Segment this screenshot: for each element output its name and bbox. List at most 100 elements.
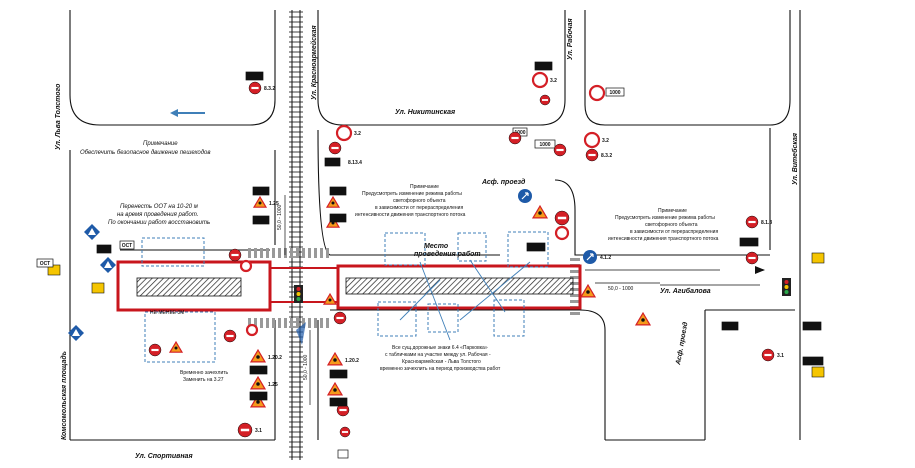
road-works-sign: 1.25 <box>249 375 278 390</box>
street-asf-proezd-bottom: Асф. проезд <box>674 321 690 367</box>
note-not-less: НЕ МЕНЕЕ 3М <box>150 310 184 316</box>
no-entry-sign: 3.1 <box>761 348 784 362</box>
note-signal-right-3: в зависимости от перераспределения <box>630 229 718 235</box>
no-entry-sign <box>148 343 162 357</box>
prohibition-sign: 3.2 <box>583 131 609 149</box>
distance-plate: 10м <box>252 186 270 196</box>
dim-right: 50,0 - 1000 <box>608 286 634 292</box>
plate-text: 250м <box>807 359 819 365</box>
note-parking-1: Все сущ.дорожные знаки 6.4 «Парковка» <box>392 345 488 351</box>
note-stop-move-2: на время проведения работ. <box>117 212 198 218</box>
no-entry-sign: 8.1.3 <box>745 215 772 229</box>
street-agibalova: Ул. Агибалова <box>660 287 711 295</box>
note-signal-left-3: в зависимости от перераспределения <box>375 205 463 211</box>
sign-code-label: 3.1 <box>777 353 784 359</box>
work-zone-right-frame <box>336 264 582 310</box>
road-works-sign <box>168 340 184 353</box>
no-entry-sign: 8.3.2 <box>585 148 612 162</box>
prohibition-sign <box>239 259 253 273</box>
road-works-sign <box>531 204 549 219</box>
street-vitebskaya: Ул. Витебская <box>791 133 799 185</box>
plate-text: 10м <box>333 216 343 222</box>
prohibition-sign: 3.2 <box>335 124 361 142</box>
plate-text: 1000 <box>609 90 620 96</box>
street-sportivnaya: Ул. Спортивная <box>135 453 193 460</box>
note-signal-right-1: Предусмотреть изменение режима работы <box>615 215 715 221</box>
no-entry-sign: 3.1 <box>237 422 262 438</box>
street-nikitinskaya: Ул. Никитинская <box>395 109 455 116</box>
prohibition-sign: 3.2 <box>531 71 557 89</box>
distance-plate <box>324 157 341 167</box>
no-entry-sign <box>539 94 551 106</box>
note-parking-2: с табличками на участке между ул. Рабоча… <box>385 352 491 358</box>
plate-text: 10м <box>334 400 344 406</box>
note-stop-move-3: По окончании работ восстановить <box>108 220 210 226</box>
route-sign <box>811 366 825 378</box>
plate-text: 1000 <box>514 130 525 136</box>
plate-text: 10м <box>256 189 266 195</box>
plate-text: 10м <box>333 189 343 195</box>
distance-plate: 10м <box>329 213 347 223</box>
plate-text: 10м <box>254 368 264 374</box>
road-works-sign: 1.20.2 <box>249 348 282 363</box>
plate-text: 1000 <box>539 142 550 148</box>
distance-plate: ОСТ <box>119 240 135 250</box>
distance-plate: 10м <box>329 397 348 407</box>
no-entry-sign <box>333 311 347 325</box>
distance-plate <box>721 321 739 331</box>
crosswalks <box>248 248 580 328</box>
plate-text: 10м <box>256 218 266 224</box>
road-works-sign <box>634 311 652 326</box>
work-zone-left-hatch <box>136 277 242 297</box>
plate-text: ОСТ <box>40 261 50 267</box>
note-signal-right-4: интенсивности движения транспортного пот… <box>608 236 719 242</box>
distance-plate: 1000 <box>605 87 625 97</box>
railway-track <box>289 10 303 460</box>
street-krasnoarmeiskaya: Ул. Красноармейская <box>310 25 318 100</box>
note-pedestrian-title: Примечание <box>143 141 178 147</box>
sign-code-label: 4.1.2 <box>600 255 611 261</box>
street-asf-proezd-top: Асф. проезд <box>481 178 526 186</box>
distance-plate <box>739 237 759 247</box>
work-zone-left-frame <box>116 260 272 312</box>
plate-text: ОСТ <box>122 243 132 249</box>
distance-plate <box>526 242 546 252</box>
note-signal-right-title: Примечание <box>658 208 687 214</box>
sign-code-label: 8.3.2 <box>264 86 275 92</box>
street-lva-tolstogo: Ул. Льва Толстого <box>55 83 62 150</box>
prohibition-sign <box>554 225 570 241</box>
note-signal-left-4: интенсивности движения транспортного пот… <box>355 212 466 218</box>
distance-plate <box>245 71 264 81</box>
no-entry-sign <box>339 426 351 438</box>
road-works-sign <box>249 393 267 408</box>
road-works-sign: 1.25 <box>252 195 279 208</box>
distance-plate: ОСТ <box>36 258 54 268</box>
distance-plate: 10м <box>329 186 347 196</box>
sign-code-label: 1.25 <box>269 201 279 207</box>
sign-code-label: 3.2 <box>550 78 557 84</box>
note-signal-left-2: светофорного объекта <box>393 198 446 204</box>
route-sign <box>47 264 61 276</box>
road-works-sign <box>322 292 338 305</box>
note-parking-3: Красноармейская - Льва Толстого <box>402 358 481 365</box>
road-signs: 8.3.23.28.13.43.21000100010003.28.3.24.1… <box>36 61 825 459</box>
note-signal-left-1: Предусмотреть изменение режима работы <box>362 191 462 197</box>
sign-code-label: 1.20.2 <box>345 358 359 364</box>
distance-plate <box>802 321 822 331</box>
road-works-sign <box>326 381 344 396</box>
no-entry-sign <box>745 251 759 265</box>
note-signal-left-title: Примечание <box>410 184 439 190</box>
no-entry-sign <box>228 248 242 262</box>
sign-code-label: 3.2 <box>354 131 361 137</box>
note-signal-right-2: светофорного объекта <box>645 222 698 228</box>
distance-plate: 10м <box>329 369 348 379</box>
sign-code-label: 8.3.2 <box>601 153 612 159</box>
sign-code-label: 1.25 <box>268 382 278 388</box>
sign-code-label: 8.1.3 <box>761 220 772 226</box>
traffic-arrows <box>170 109 765 345</box>
note-work-place-1: Место <box>424 243 449 250</box>
no-entry-sign <box>508 131 522 145</box>
road-edges <box>69 10 801 441</box>
dim-left: 50,0 - 1000 <box>277 204 283 230</box>
